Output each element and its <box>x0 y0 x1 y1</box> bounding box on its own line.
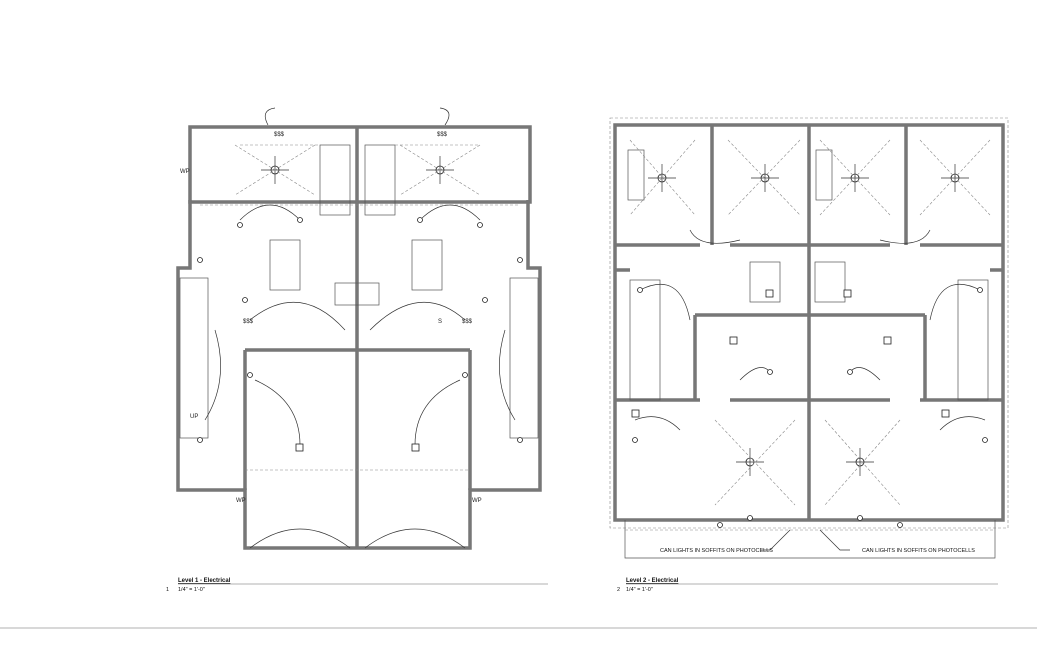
wp-label: WP <box>180 169 190 175</box>
switch-group-label: $$$ <box>462 319 473 325</box>
drawing-number: 1 <box>166 587 169 593</box>
switch-group-label: $$$ <box>274 132 285 138</box>
switch-label: S <box>438 319 442 325</box>
drawing-title: Level 1 - Electrical <box>178 578 231 584</box>
drawing-number: 2 <box>617 587 620 593</box>
drawing-title: Level 2 - Electrical <box>626 578 679 584</box>
wp-label: WP <box>472 498 482 504</box>
level2-plan: CAN LIGHTS IN SOFFITS ON PHOTOCELLS CAN … <box>609 117 1009 559</box>
level1-plan: WP WP WP UP $$$ $$$ $$$ $$$ S <box>176 107 542 550</box>
soffit-lighting-note: CAN LIGHTS IN SOFFITS ON PHOTOCELLS <box>862 548 975 554</box>
soffit-lighting-note: CAN LIGHTS IN SOFFITS ON PHOTOCELLS <box>660 548 773 554</box>
switch-group-label: $$$ <box>437 132 448 138</box>
light-fixture-icons <box>631 287 988 528</box>
drawing-scale: 1/4" = 1'-0" <box>626 587 653 593</box>
light-fixture-icons <box>197 217 523 452</box>
drawing-scale: 1/4" = 1'-0" <box>178 587 205 593</box>
switch-group-label: $$$ <box>243 319 254 325</box>
stair-up-label: UP <box>190 414 198 420</box>
wp-label: WP <box>236 498 246 504</box>
